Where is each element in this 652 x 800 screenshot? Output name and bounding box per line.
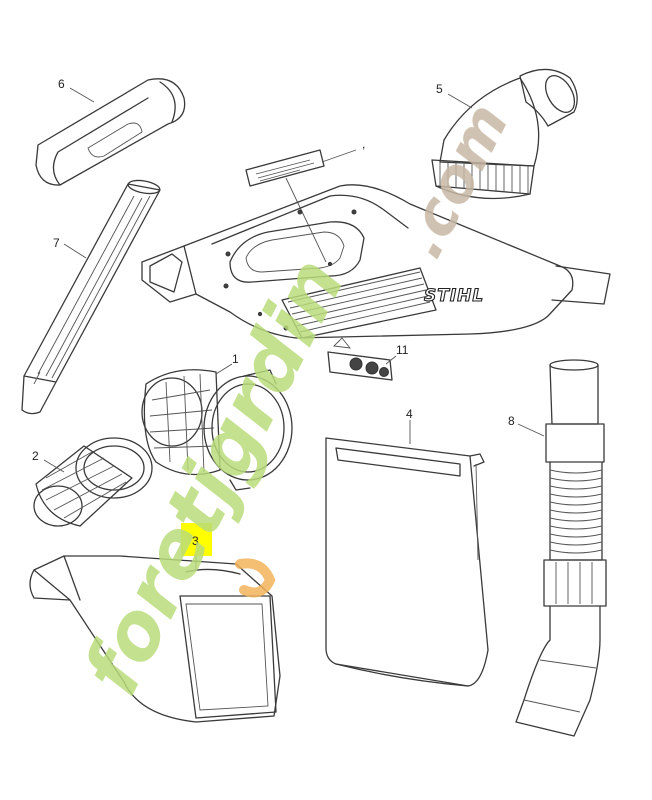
part-5-brush-nozzle (431, 68, 578, 200)
label-sticker (245, 149, 325, 187)
part-1-filter-basket (141, 369, 293, 491)
callout-11: 11 (396, 343, 409, 357)
callout-4: 4 (406, 407, 413, 421)
part-4-collection-bag (325, 437, 489, 687)
callout-2: 2 (32, 449, 39, 463)
leader-11 (385, 355, 397, 365)
part-8-hose-nozzle (515, 359, 607, 737)
callout-comma: , (362, 137, 365, 151)
callout-3: 3 (192, 534, 199, 548)
leader-8 (517, 423, 545, 437)
leader-2 (43, 459, 65, 473)
callout-6: 6 (58, 77, 65, 91)
callout-7: 7 (53, 236, 60, 250)
watermark-orange-stroke (235, 558, 276, 598)
callout-3-highlight (181, 523, 212, 556)
part-6-crevice-nozzle (35, 78, 186, 186)
watermark-green-text: foretjgrdin (67, 244, 363, 708)
leader-comma (321, 149, 357, 163)
callout-5: 5 (436, 82, 443, 96)
main-housing (141, 184, 611, 339)
part-11-switch-plate (327, 337, 393, 381)
callout-1: 1 (232, 352, 239, 366)
part-2-cone-filter (33, 437, 153, 527)
callout-8: 8 (508, 414, 515, 428)
leader-5 (447, 93, 473, 109)
leader-6 (69, 87, 95, 103)
leader-sticker-to-body (285, 177, 327, 263)
leader-7 (63, 243, 87, 259)
part-7-extension-tube (21, 179, 161, 415)
leader-1 (215, 363, 233, 375)
part-3-floor-nozzle (29, 555, 281, 723)
brand-logo-stihl: STIHL (424, 286, 484, 306)
